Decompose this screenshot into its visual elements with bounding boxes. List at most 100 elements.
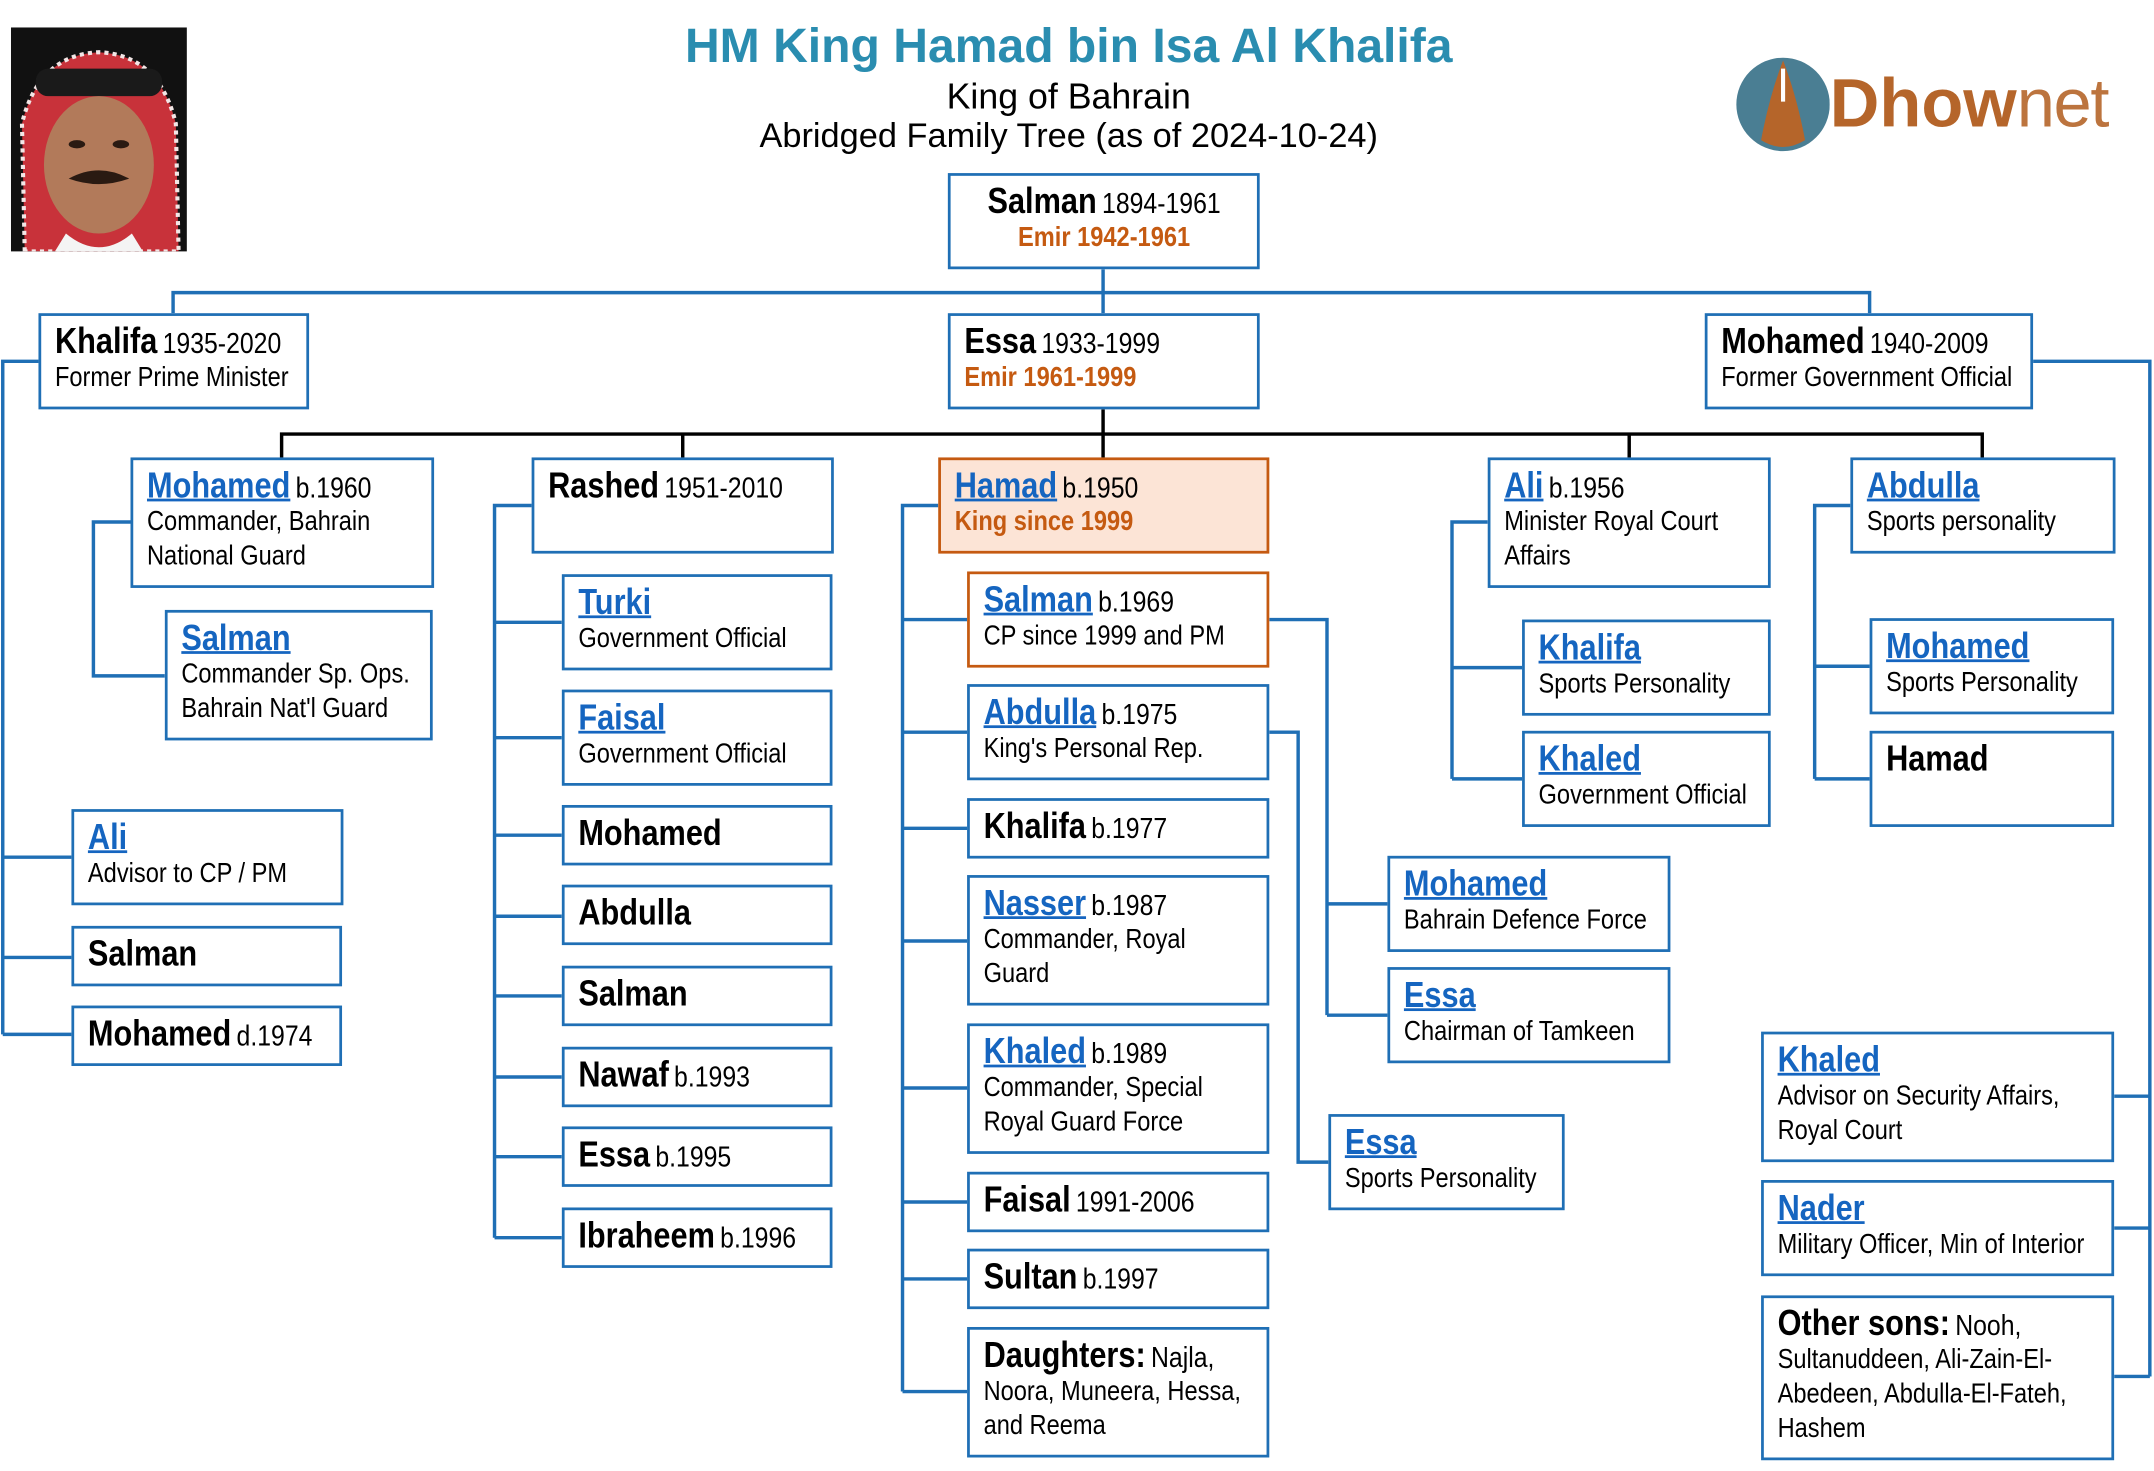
person-name-link[interactable]: Salman xyxy=(181,616,291,659)
person-name: Khalifa xyxy=(983,804,1086,847)
connector-line xyxy=(1,359,72,1037)
person-role: Advisor to CP / PM xyxy=(87,858,288,889)
person-name-link[interactable]: Nasser xyxy=(983,881,1087,924)
person-name-link[interactable]: Nader xyxy=(1777,1186,1865,1229)
dhow-sail-icon xyxy=(1736,57,1830,152)
person-dates: b.1989 xyxy=(1091,1038,1168,1071)
person-name: Daughters: xyxy=(983,1333,1146,1376)
person-box-k-ali: Ali Advisor to CP / PM xyxy=(71,809,344,906)
person-name-link[interactable]: Khaled xyxy=(1777,1038,1880,1080)
person-box-h-sultan: Sultan b.1997 xyxy=(967,1248,1270,1310)
king-portrait xyxy=(10,27,187,252)
person-box-hs-essa: Essa Chairman of Tamkeen xyxy=(1387,967,1671,1064)
person-role: Military Officer, Min of Interior xyxy=(1777,1229,2085,1260)
person-name-link[interactable]: Ali xyxy=(87,815,128,858)
person-box-h-daughters: Daughters: Najla,Noora, Muneera, Hessa, … xyxy=(967,1326,1270,1458)
person-name: Hamad xyxy=(1886,737,1989,779)
person-dates: b.1997 xyxy=(1082,1263,1159,1296)
person-name: Salman xyxy=(578,972,688,1014)
person-name-link[interactable]: Ali xyxy=(1504,464,1544,506)
logo-text-bold: Dhow xyxy=(1829,64,2017,142)
person-name-link[interactable]: Faisal xyxy=(578,696,666,738)
person-role: Bahrain Defence Force xyxy=(1403,905,1647,936)
person-box-r-salman: Salman xyxy=(561,965,833,1027)
connector-line xyxy=(279,409,1984,458)
person-name-link[interactable]: Hamad xyxy=(954,464,1058,506)
person-role: Minister Royal Court Affairs xyxy=(1504,506,1719,572)
connector-line xyxy=(2033,359,2152,1379)
connector-line xyxy=(1812,503,1870,781)
person-name-link[interactable]: Essa xyxy=(1403,973,1476,1016)
person-box-h-khalifa: Khalifa b.1977 xyxy=(967,798,1270,859)
person-name-link[interactable]: Salman xyxy=(983,578,1093,620)
person-name: Other sons: xyxy=(1777,1302,1950,1344)
person-name: Mohamed xyxy=(87,1012,232,1054)
person-dates: b.1977 xyxy=(1091,813,1168,845)
person-name-link[interactable]: Essa xyxy=(1344,1120,1417,1163)
person-role: CP since 1999 and PM xyxy=(983,620,1225,652)
person-role: Chairman of Tamkeen xyxy=(1403,1016,1635,1047)
person-box-m-others: Other sons: Nooh,Sultanuddeen, Ali-Zain-… xyxy=(1761,1295,2115,1461)
connector-line xyxy=(171,269,1872,314)
person-dates: b.1995 xyxy=(655,1141,732,1174)
person-box-m-nader: Nader Military Officer, Min of Interior xyxy=(1761,1180,2115,1277)
person-box-hs-mohamed: Mohamed Bahrain Defence Force xyxy=(1387,855,1671,952)
person-name-link[interactable]: Mohamed xyxy=(1886,625,2030,667)
person-dates: 1935-2020 xyxy=(162,328,282,360)
person-name-link[interactable]: Abdulla xyxy=(983,690,1097,733)
person-box-k-mohamed: Mohamed d.1974 xyxy=(71,1005,343,1066)
person-name: Rashed xyxy=(548,464,660,506)
person-dates: 1940-2009 xyxy=(1869,328,1989,360)
person-role: Sports Personality xyxy=(1344,1163,1537,1194)
person-role: Advisor on Security Affairs, Royal Court xyxy=(1777,1081,2060,1146)
person-box-ab-hamad: Hamad xyxy=(1869,730,2115,827)
person-dates: b.1960 xyxy=(295,472,372,505)
person-name: Nawaf xyxy=(578,1053,669,1095)
person-name-link[interactable]: Khaled xyxy=(983,1030,1086,1072)
person-dates: b.1950 xyxy=(1062,472,1139,505)
person-box-k-salman: Salman xyxy=(71,925,343,987)
person-role: King's Personal Rep. xyxy=(983,733,1204,764)
person-name-link[interactable]: Khalifa xyxy=(1538,626,1641,668)
person-name: Mohamed xyxy=(1721,320,1865,362)
person-name-link[interactable]: Khaled xyxy=(1538,737,1641,779)
person-role: Commander, Special Royal Guard Force xyxy=(983,1072,1203,1138)
page-subtitle: King of Bahrain xyxy=(946,75,1191,117)
person-name-link[interactable]: Mohamed xyxy=(1403,862,1548,904)
person-box-a-khaled: Khaled Government Official xyxy=(1522,730,1771,827)
person-role: Emir 1942-1961 xyxy=(1017,222,1190,253)
person-name-link[interactable]: Mohamed xyxy=(146,464,291,506)
person-role: Government Official xyxy=(578,623,787,654)
person-dates: b.1956 xyxy=(1548,472,1625,505)
person-dates: 1894-1961 xyxy=(1101,188,1221,220)
connector-line xyxy=(91,520,165,678)
page-subtitle-date: Abridged Family Tree (as of 2024-10-24) xyxy=(759,116,1378,156)
person-dates: 1991-2006 xyxy=(1075,1186,1195,1219)
person-role: Former Government Official xyxy=(1721,362,2013,393)
person-name-link[interactable]: Turki xyxy=(578,581,652,623)
person-dates: b.1993 xyxy=(674,1061,750,1094)
person-name-link[interactable]: Abdulla xyxy=(1866,464,1980,506)
person-dates: 1933-1999 xyxy=(1041,328,1161,360)
person-name: Ibraheem xyxy=(578,1214,715,1256)
person-box-r-mohamed: Mohamed xyxy=(561,804,833,866)
person-dates: d.1974 xyxy=(236,1020,313,1053)
person-role: Emir 1961-1999 xyxy=(964,362,1137,393)
person-box-e-rashed: Rashed 1951-2010 xyxy=(531,457,834,554)
dhownet-logo: Dhownet xyxy=(1734,55,2132,154)
person-role: Commander Sp. Ops. Bahrain Nat'l Guard xyxy=(181,659,410,724)
connector-line xyxy=(1269,730,1329,1164)
person-name: Faisal xyxy=(983,1178,1071,1220)
person-dates: b.1987 xyxy=(1091,890,1168,922)
person-box-r-turki: Turki Government Official xyxy=(561,574,833,671)
person-role: Commander, Bahrain National Guard xyxy=(146,506,371,572)
